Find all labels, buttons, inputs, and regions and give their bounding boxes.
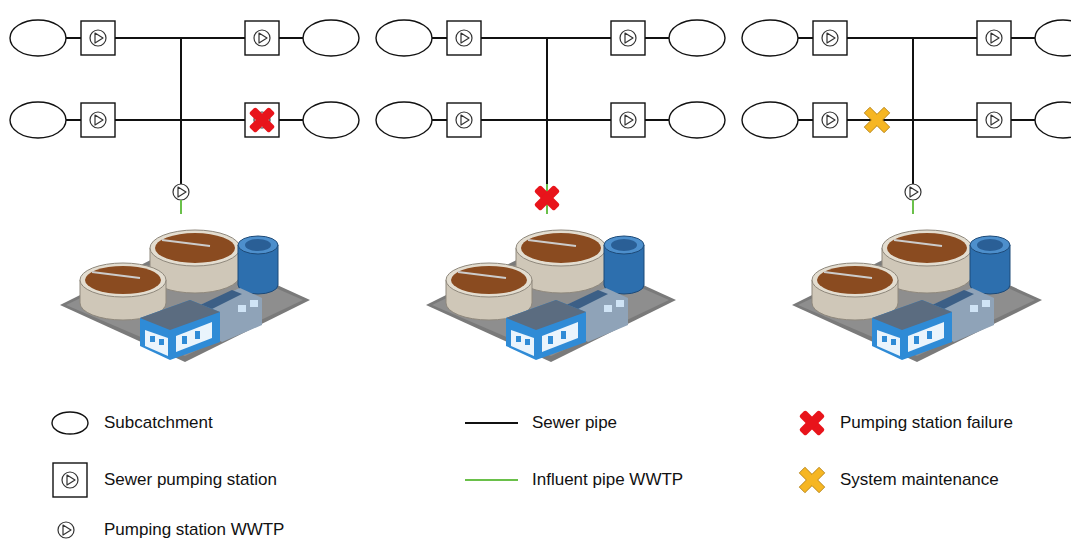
legend-label: Sewer pumping station [104, 470, 277, 490]
legend-label: Pumping station WWTP [104, 520, 284, 540]
sewer-pump-sample [53, 463, 87, 497]
legend-label: Pumping station failure [840, 413, 1013, 433]
wwtp-pump-sample [58, 522, 74, 538]
influent-pipe-sample [465, 479, 518, 481]
legend-label: System maintenance [840, 470, 999, 490]
panel-maintenance [742, 20, 1071, 362]
legend-label: Sewer pipe [532, 413, 617, 433]
sewer-pipe-sample [465, 422, 518, 424]
maintenance-sample [792, 460, 832, 500]
legend-label: Influent pipe WWTP [532, 470, 683, 490]
failure-sample [792, 403, 832, 443]
legend-label: Subcatchment [104, 413, 213, 433]
legend-samples [52, 403, 832, 538]
subcatchment-sample [52, 412, 88, 434]
panel-wwtp-pump-failure [376, 20, 725, 362]
panel-pump-failure [10, 20, 359, 362]
